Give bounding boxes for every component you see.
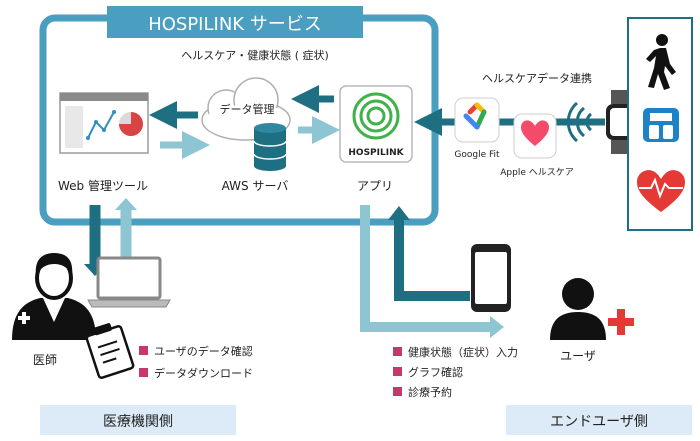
service-title: HOSPILINK サービス [148, 14, 322, 35]
user-task-1: 健康状態（症状）入力 [408, 345, 518, 359]
user-label: ユーザ [560, 349, 596, 363]
user-task-2: グラフ確認 [408, 365, 463, 379]
hospilink-app-icon [339, 85, 413, 163]
arrow-laptop-to-web-head [115, 198, 137, 210]
service-subtitle: ヘルスケア・健康状態 ( 症状) [181, 48, 329, 62]
arrow-app-to-user-head [490, 316, 504, 338]
weight-scale-icon [643, 108, 679, 142]
user-task-bullet [393, 367, 402, 376]
doctor-task-bullet [139, 346, 148, 355]
arrow-phone-to-app-shaft [394, 218, 470, 301]
data-management-label: データ管理 [220, 102, 275, 116]
enduser-section-bg [506, 405, 692, 435]
doctor-task-bullet [139, 368, 148, 377]
google-fit-icon [454, 97, 500, 143]
doctor-label: 医師 [33, 353, 57, 367]
service-title-bar [107, 6, 363, 38]
arrow-app-to-user-shaft [360, 205, 492, 332]
medical-section-label: 医療機関側 [103, 413, 173, 430]
heart-rate-icon [637, 170, 685, 212]
wireless-signal-icon [566, 101, 593, 143]
doctor-icon [12, 253, 96, 340]
doctor-task-1: ユーザのデータ確認 [154, 344, 253, 358]
medical-section-bg [40, 405, 236, 435]
red-cross-icon [608, 309, 634, 335]
clipboard-icon [85, 323, 135, 379]
doctor-task-2: データダウンロード [154, 366, 253, 380]
google-fit-label: Google Fit [454, 150, 500, 160]
web-tool-window-icon [59, 92, 149, 154]
apple-health-icon [513, 113, 557, 159]
user-task-3: 診療予約 [408, 385, 452, 399]
user-icon [550, 278, 606, 340]
app-logo-text: HOSPILINK [348, 148, 404, 158]
enduser-section-label: エンドユーザ側 [550, 414, 648, 430]
user-task-bullet [393, 387, 402, 396]
walking-person-icon [646, 34, 676, 90]
healthcare-link-label: ヘルスケアデータ連携 [482, 71, 592, 85]
web-tool-label: Web 管理ツール [58, 178, 148, 193]
apple-health-label: Apple ヘルスケア [500, 167, 573, 178]
database-icon [253, 123, 287, 171]
smartphone-icon [471, 244, 511, 312]
user-task-bullet [393, 347, 402, 356]
arrow-phone-to-app-head [388, 206, 410, 220]
app-label: アプリ [357, 179, 393, 193]
laptop-icon [87, 256, 171, 308]
cloud-icon [201, 77, 291, 141]
aws-server-label: AWS サーバ [222, 179, 289, 193]
